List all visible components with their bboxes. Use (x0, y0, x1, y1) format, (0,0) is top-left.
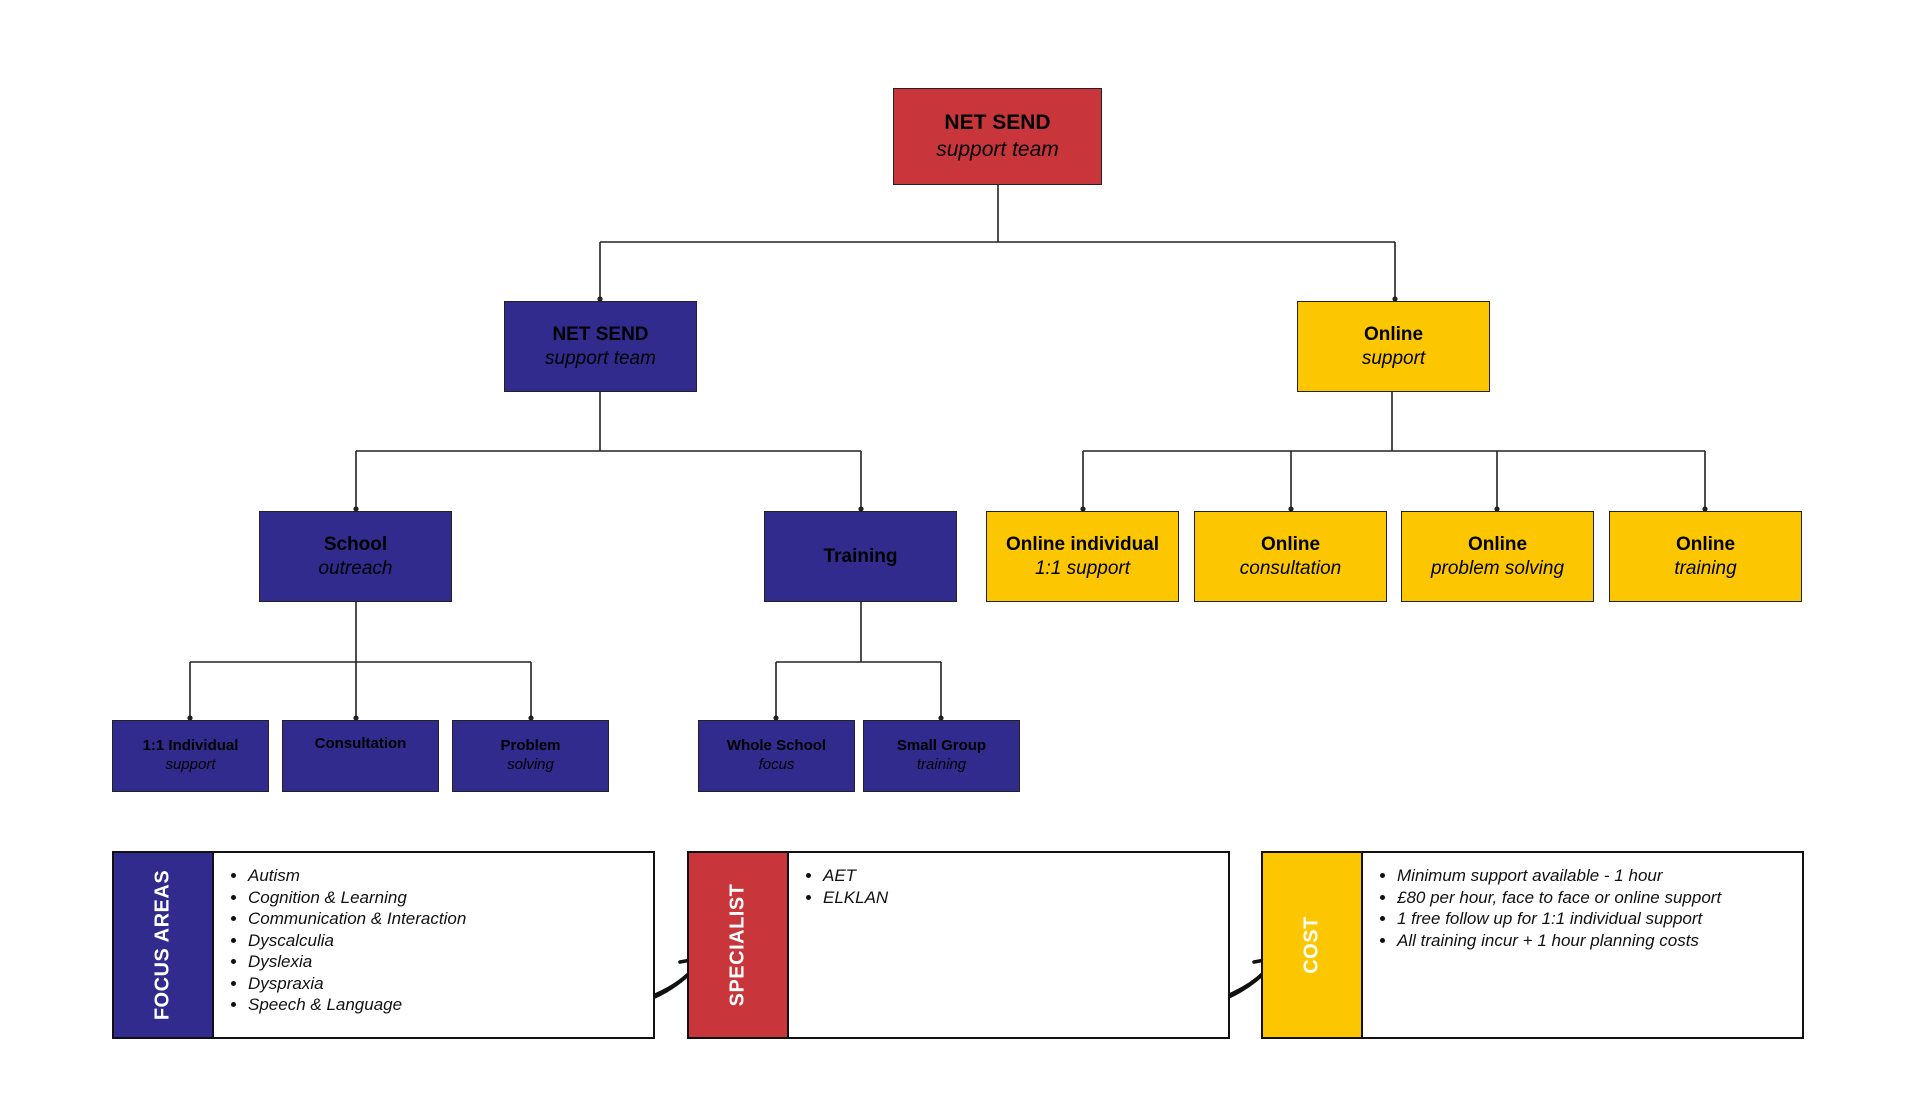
online-training-subtitle: training (1674, 557, 1737, 579)
list-item: Communication & Interaction (248, 908, 466, 930)
list-item: AET (823, 865, 888, 887)
consultation-node: Consultation (282, 720, 439, 792)
specialist-list: AET ELKLAN (799, 865, 888, 908)
focus-areas-label: FOCUS AREAS (151, 869, 174, 1021)
list-item: ELKLAN (823, 887, 888, 909)
individual-subtitle: support (165, 756, 216, 773)
root-title: NET SEND (944, 111, 1051, 135)
focus-areas-band: FOCUS AREAS (114, 853, 214, 1037)
online-consultation-subtitle: consultation (1239, 557, 1342, 579)
school-title: School (323, 533, 388, 555)
problem-title: Problem (500, 737, 561, 755)
online-individual-subtitle: 1:1 support (1034, 557, 1131, 579)
online-consultation-node: Online consultation (1194, 511, 1387, 602)
specialist-panel: SPECIALIST AET ELKLAN (687, 851, 1230, 1039)
small-group-title: Small Group (896, 737, 987, 755)
whole-school-title: Whole School (726, 737, 827, 755)
small-group-subtitle: training (916, 756, 967, 773)
online-support-subtitle: support (1361, 347, 1426, 369)
online-problem-subtitle: problem solving (1430, 557, 1565, 579)
individual-support-node: 1:1 Individual support (112, 720, 269, 792)
net-send-subtitle: support team (545, 347, 656, 369)
root-subtitle: support team (936, 137, 1059, 161)
school-outreach-node: School outreach (259, 511, 452, 602)
list-item: Autism (248, 865, 466, 887)
online-individual-title: Online individual (1005, 533, 1160, 555)
list-item: Cognition & Learning (248, 887, 466, 909)
list-item: Dyspraxia (248, 973, 466, 995)
list-item: Dyscalculia (248, 930, 466, 952)
cost-band: COST (1263, 853, 1363, 1037)
focus-areas-panel: FOCUS AREAS Autism Cognition & Learning … (112, 851, 655, 1039)
list-item: 1 free follow up for 1:1 individual supp… (1397, 908, 1721, 930)
list-item: Speech & Language (248, 994, 466, 1016)
whole-school-node: Whole School focus (698, 720, 855, 792)
specialist-band: SPECIALIST (689, 853, 789, 1037)
problem-solving-node: Problem solving (452, 720, 609, 792)
focus-areas-list: Autism Cognition & Learning Communicatio… (224, 865, 466, 1016)
cost-list: Minimum support available - 1 hour £80 p… (1373, 865, 1721, 951)
online-support-title: Online (1363, 323, 1424, 345)
list-item: Dyslexia (248, 951, 466, 973)
consultation-title: Consultation (314, 735, 407, 752)
cost-label: COST (1300, 916, 1323, 974)
online-individual-node: Online individual 1:1 support (986, 511, 1179, 602)
online-consultation-title: Online (1260, 533, 1321, 555)
small-group-node: Small Group training (863, 720, 1020, 792)
list-item: £80 per hour, face to face or online sup… (1397, 887, 1721, 909)
net-send-title: NET SEND (552, 323, 649, 345)
online-problem-node: Online problem solving (1401, 511, 1594, 602)
root-node: NET SEND support team (893, 88, 1102, 185)
cost-panel: COST Minimum support available - 1 hour … (1261, 851, 1804, 1039)
online-training-node: Online training (1609, 511, 1802, 602)
online-problem-title: Online (1467, 533, 1528, 555)
list-item: Minimum support available - 1 hour (1397, 865, 1721, 887)
specialist-label: SPECIALIST (726, 883, 749, 1007)
problem-subtitle: solving (507, 756, 554, 773)
online-training-title: Online (1675, 533, 1736, 555)
individual-title: 1:1 Individual (142, 737, 239, 755)
training-node: Training (764, 511, 957, 602)
school-subtitle: outreach (318, 557, 393, 579)
net-send-node: NET SEND support team (504, 301, 697, 392)
list-item: All training incur + 1 hour planning cos… (1397, 930, 1721, 952)
training-title: Training (823, 545, 898, 567)
online-support-node: Online support (1297, 301, 1490, 392)
whole-school-subtitle: focus (758, 756, 795, 773)
